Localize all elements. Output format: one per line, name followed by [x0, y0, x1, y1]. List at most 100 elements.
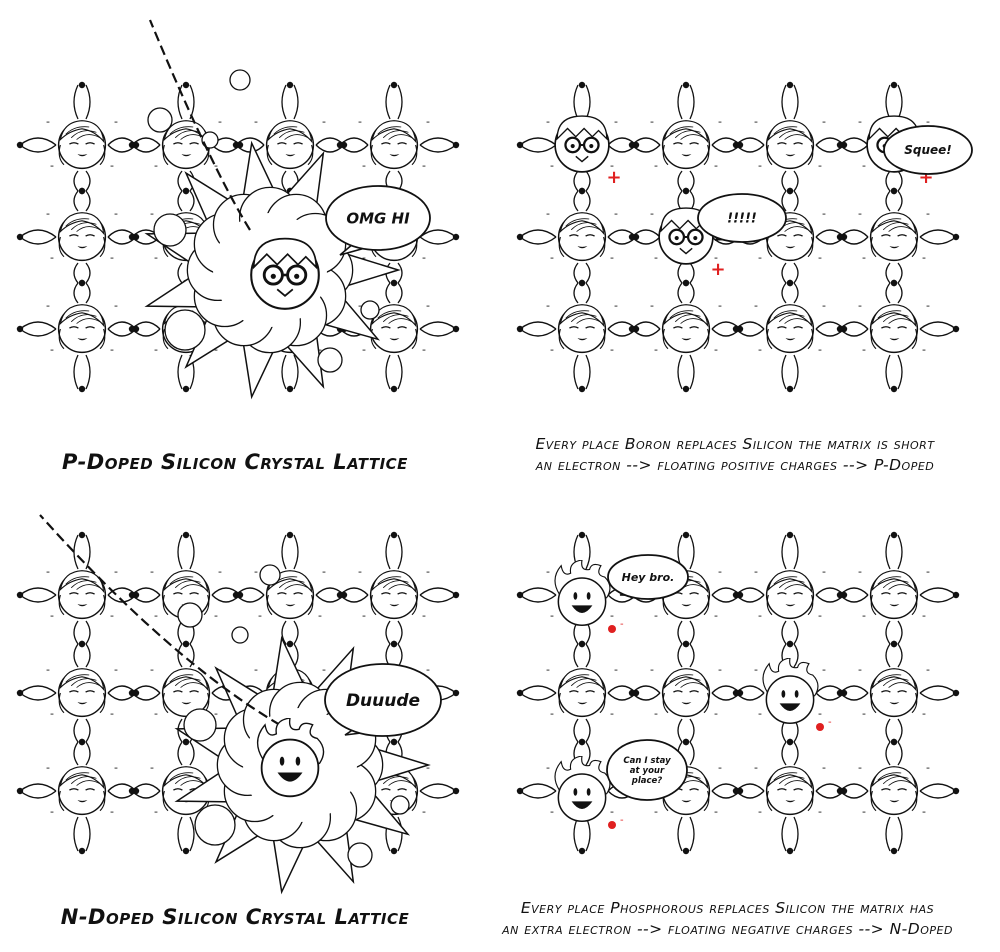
- covalent-bond: [85, 262, 91, 284]
- bond-electron: [786, 81, 794, 89]
- electron-label: -: [358, 115, 362, 128]
- electron-label: -: [426, 299, 430, 312]
- covalent-bond: [573, 354, 579, 390]
- covalent-bond: [177, 170, 183, 192]
- covalent-bond: [519, 692, 557, 701]
- droplet: [164, 309, 206, 351]
- covalent-bond: [189, 190, 195, 212]
- covalent-bond: [689, 534, 695, 570]
- covalent-bond: [73, 620, 79, 645]
- bond-electron: [732, 689, 740, 697]
- covalent-bond: [293, 643, 299, 668]
- electron-label: -: [550, 805, 554, 818]
- electron-label: -: [546, 299, 550, 312]
- electron-label: -: [926, 663, 930, 676]
- droplet: [153, 213, 187, 247]
- silicon-atom: [661, 303, 711, 354]
- covalent-bond: [85, 718, 91, 743]
- electron-label: -: [922, 609, 926, 622]
- caption-p-doped-description: Every place Boron replaces Silicon the m…: [470, 434, 1000, 476]
- covalent-bond: [689, 354, 695, 390]
- covalent-bond: [689, 718, 695, 743]
- bond-electron: [628, 689, 636, 697]
- covalent-bond: [85, 282, 91, 304]
- electron-label: -: [654, 251, 658, 264]
- covalent-bond: [677, 262, 683, 284]
- electron-label: -: [650, 207, 654, 220]
- electron-label: -: [926, 115, 930, 128]
- bond-electron: [390, 738, 398, 746]
- electron-label: -: [422, 609, 426, 622]
- electron-label: -: [650, 663, 654, 676]
- electron-label: -: [362, 343, 366, 356]
- bond-electron: [890, 81, 898, 89]
- caption-n-doped-title: N-Doped Silicon Crystal Lattice: [10, 905, 460, 929]
- bond-electron: [128, 325, 136, 333]
- electron-label: -: [654, 343, 658, 356]
- covalent-bond: [793, 84, 799, 120]
- covalent-bond: [897, 718, 903, 743]
- bond-electron: [786, 847, 794, 855]
- bond-electron: [890, 279, 898, 287]
- electron-label: -: [358, 299, 362, 312]
- covalent-bond: [189, 816, 195, 852]
- covalent-bond: [793, 354, 799, 390]
- electron-label: -: [46, 299, 50, 312]
- speech-bubble: Duuude: [324, 663, 442, 737]
- bond-electron: [182, 738, 190, 746]
- electron-label: -: [818, 251, 822, 264]
- bond-electron: [78, 531, 86, 539]
- covalent-bond: [689, 741, 695, 766]
- covalent-bond: [573, 190, 579, 212]
- lattice-panel-3: ----------------------------------------…: [16, 514, 460, 895]
- electron-label: -: [218, 565, 222, 578]
- silicon-atom: [57, 765, 107, 816]
- electron-label: -: [758, 805, 762, 818]
- silicon-atom: [765, 119, 815, 170]
- bond-electron: [128, 141, 136, 149]
- covalent-bond: [885, 718, 891, 743]
- electron-label: -: [214, 707, 218, 720]
- bond-electron: [578, 279, 586, 287]
- covalent-bond: [885, 354, 891, 390]
- electron-label: -: [46, 761, 50, 774]
- electron-label: -: [758, 609, 762, 622]
- bond-electron: [836, 233, 844, 241]
- silicon-atom: [57, 667, 107, 718]
- bond-electron: [452, 787, 460, 795]
- covalent-bond: [585, 84, 591, 120]
- bond-electron: [578, 531, 586, 539]
- covalent-bond: [885, 262, 891, 284]
- covalent-bond: [85, 816, 91, 852]
- covalent-bond: [519, 229, 557, 238]
- free-electron: [816, 723, 824, 731]
- covalent-bond: [781, 534, 787, 570]
- bond-electron: [390, 385, 398, 393]
- covalent-bond: [19, 783, 57, 792]
- electron-label: -: [718, 115, 722, 128]
- covalent-bond: [293, 84, 299, 120]
- bond-electron: [16, 591, 24, 599]
- covalent-bond: [919, 321, 957, 330]
- covalent-bond: [177, 741, 183, 766]
- covalent-bond: [519, 144, 557, 153]
- speech-bubble: Hey bro.: [607, 554, 689, 600]
- bond-electron: [578, 81, 586, 89]
- covalent-bond: [677, 282, 683, 304]
- electron-label: -: [322, 565, 326, 578]
- covalent-bond: [385, 354, 391, 390]
- bond-electron: [78, 279, 86, 287]
- covalent-bond: [519, 328, 557, 337]
- covalent-bond: [585, 190, 591, 212]
- bond-electron: [682, 531, 690, 539]
- bond-electron: [516, 141, 524, 149]
- covalent-bond: [781, 282, 787, 304]
- covalent-bond: [793, 190, 799, 212]
- covalent-bond: [73, 190, 79, 212]
- bond-electron: [16, 141, 24, 149]
- boron-atom: [249, 237, 321, 311]
- electron-label: -: [822, 115, 826, 128]
- atom-group: - - -: [554, 560, 919, 829]
- electron-label: -: [254, 115, 258, 128]
